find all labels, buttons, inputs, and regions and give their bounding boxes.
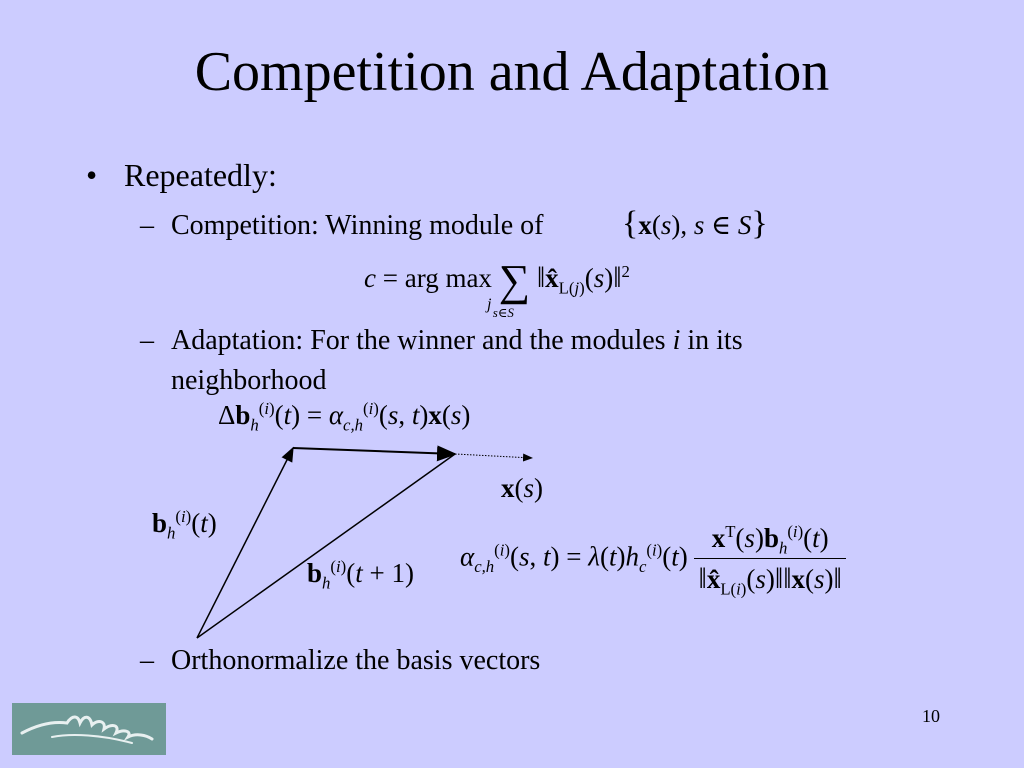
label-b-t: bh(i)(t): [152, 507, 217, 543]
page-number: 10: [922, 706, 940, 726]
adaptation-text-line2: neighborhood: [171, 365, 327, 396]
alpha-equation: αc,h(i)(s, t) = λ(t)hc(i)(t) xT(s)bh(i)(…: [460, 523, 846, 597]
dash-icon: –: [140, 210, 154, 241]
muse-logo: [12, 703, 166, 755]
adaptation-text: Adaptation: For the winner and the modul…: [171, 325, 743, 356]
dash-icon: –: [140, 645, 154, 676]
orthonormalize-text: Orthonormalize the basis vectors: [171, 645, 541, 676]
vector-delta-b: [292, 445, 457, 462]
vector-x-s: [454, 453, 533, 462]
argmax-subscript: j: [487, 296, 492, 313]
vector-b-t: [196, 446, 294, 639]
muse-logo-icon: [20, 715, 154, 744]
dash-icon: –: [140, 325, 154, 356]
competition-text: Competition: Winning module of: [171, 210, 544, 241]
alpha-fraction: xT(s)bh(i)(t) ‖x̂L(i)(s)‖‖x(s)‖: [694, 523, 846, 597]
bullet-repeatedly: Repeatedly:: [124, 157, 277, 193]
set-expression: {x(s), s ∈ S}: [622, 205, 768, 242]
label-x-s: x(s): [501, 473, 544, 503]
argmax-equation: c = arg max ∑s∈S ‖x̂L(j)(s)‖2: [364, 256, 630, 320]
vector-b-t-plus-1: [196, 453, 456, 639]
delta-b-equation: Δbh(i)(t) = αc,h(i)(s, t)x(s): [218, 399, 471, 435]
bullet-icon: •: [86, 157, 98, 193]
label-b-t-plus-1: bh(i)(t + 1): [307, 557, 414, 593]
slide-title: Competition and Adaptation: [194, 41, 830, 103]
